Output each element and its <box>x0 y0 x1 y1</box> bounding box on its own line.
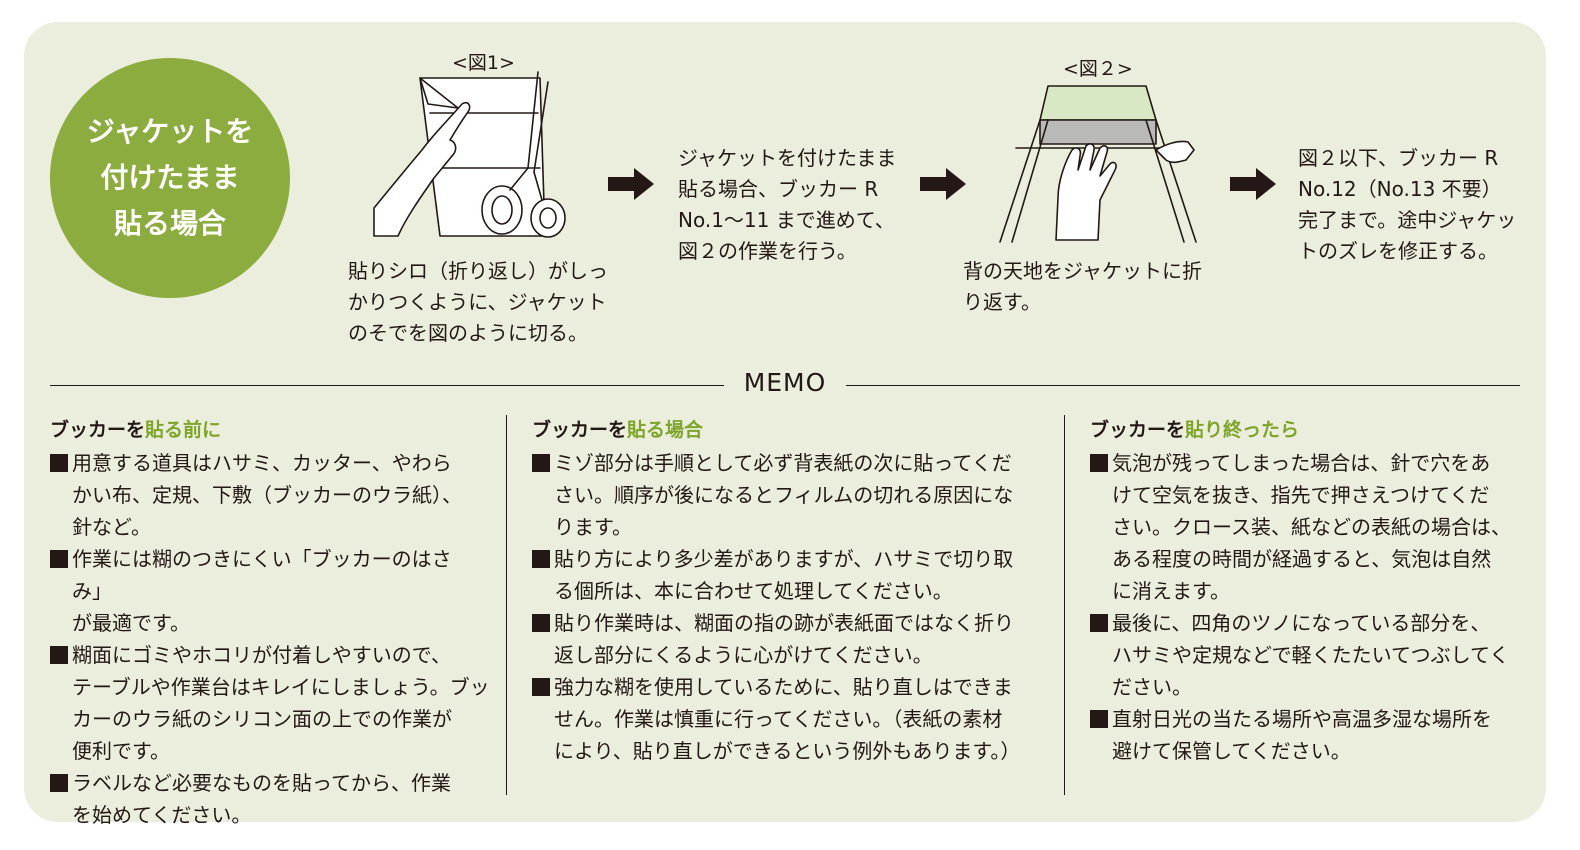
bullet-square-icon <box>50 550 68 568</box>
heading-highlight: 貼る場合 <box>627 419 704 441</box>
memo-column-before: ブッカーを貼る前に 用意する道具はハサミ、カッター、やわら かい布、定規、下敷（… <box>50 415 490 831</box>
arrow-right-icon <box>920 168 966 200</box>
memo-title: MEMO <box>743 368 827 397</box>
bullet-square-icon <box>50 774 68 792</box>
figure-2-illustration <box>999 85 1197 243</box>
figure-1-illustration <box>373 71 566 238</box>
column-heading: ブッカーを貼る前に <box>50 415 490 445</box>
list-item: ラベルなど必要なものを貼ってから、作業 を始めてください。 <box>50 767 490 831</box>
heading-highlight: 貼る前に <box>145 419 222 441</box>
column-heading: ブッカーを貼り終ったら <box>1090 415 1530 445</box>
list-item: 直射日光の当たる場所や高温多湿な場所を 避けて保管してください。 <box>1090 703 1530 767</box>
list-item: 気泡が残ってしまった場合は、針で穴をあ けて空気を抜き、指先で押さえつけてくだ … <box>1090 447 1530 607</box>
step-3-description: 背の天地をジャケットに折 り返す。 <box>963 259 1202 314</box>
list-item: ミゾ部分は手順として必ず背表紙の次に貼ってくだ さい。順序が後になるとフィルムの… <box>532 447 1052 543</box>
column-separator <box>1064 415 1065 795</box>
step-2-description: ジャケットを付けたまま 貼る場合、ブッカー R No.1〜11 まで進めて、 図… <box>678 146 897 263</box>
list-item: 最後に、四角のツノになっている部分を、 ハサミや定規などで軽くたたいてつぶしてく… <box>1090 607 1530 703</box>
memo-divider-left <box>50 385 724 386</box>
bullet-square-icon <box>532 678 550 696</box>
column-separator <box>506 415 507 795</box>
memo-column-during: ブッカーを貼る場合 ミゾ部分は手順として必ず背表紙の次に貼ってくだ さい。順序が… <box>532 415 1052 767</box>
heading-highlight: 貼り終ったら <box>1185 419 1300 441</box>
arrow-right-icon <box>1230 168 1276 200</box>
step-4-description: 図２以下、ブッカー R No.12（No.13 不要） 完了まで。途中ジャケッ … <box>1298 146 1517 263</box>
bullet-square-icon <box>50 646 68 664</box>
column-heading: ブッカーを貼る場合 <box>532 415 1052 445</box>
figure-2-label: <図２> <box>1063 58 1133 80</box>
figure-1-label: <図1> <box>452 52 515 74</box>
heading-prefix: ブッカーを <box>532 419 628 441</box>
list-item: 作業には糊のつきにくい「ブッカーのはさみ」 が最適です。 <box>50 543 490 639</box>
memo-divider-right <box>846 385 1520 386</box>
heading-prefix: ブッカーを <box>50 419 146 441</box>
bullet-square-icon <box>1090 710 1108 728</box>
bullet-square-icon <box>532 454 550 472</box>
arrow-right-icon <box>608 168 654 200</box>
bullet-square-icon <box>1090 614 1108 632</box>
bullet-square-icon <box>532 614 550 632</box>
memo-column-after: ブッカーを貼り終ったら 気泡が残ってしまった場合は、針で穴をあ けて空気を抜き、… <box>1090 415 1530 767</box>
list-item: 糊面にゴミやホコリが付着しやすいので、 テーブルや作業台はキレイにしましょう。ブ… <box>50 639 490 767</box>
bullet-square-icon <box>532 550 550 568</box>
heading-prefix: ブッカーを <box>1090 419 1186 441</box>
bullet-square-icon <box>50 454 68 472</box>
list-item: 貼り方により多少差がありますが、ハサミで切り取 る個所は、本に合わせて処理してく… <box>532 543 1052 607</box>
bullet-square-icon <box>1090 454 1108 472</box>
list-item: 強力な糊を使用しているために、貼り直しはできま せん。作業は慎重に行ってください… <box>532 671 1052 767</box>
list-item: 貼り作業時は、糊面の指の跡が表紙面ではなく折り 返し部分にくるように心がけてくだ… <box>532 607 1052 671</box>
list-item: 用意する道具はハサミ、カッター、やわら かい布、定規、下敷（ブッカーのウラ紙）、… <box>50 447 490 543</box>
step-1-description: 貼りシロ（折り返し）がしっ かりつくように、ジャケット のそでを図のように切る。 <box>348 259 608 345</box>
section-title-badge: ジャケットを 付けたまま 貼る場合 <box>50 58 290 298</box>
